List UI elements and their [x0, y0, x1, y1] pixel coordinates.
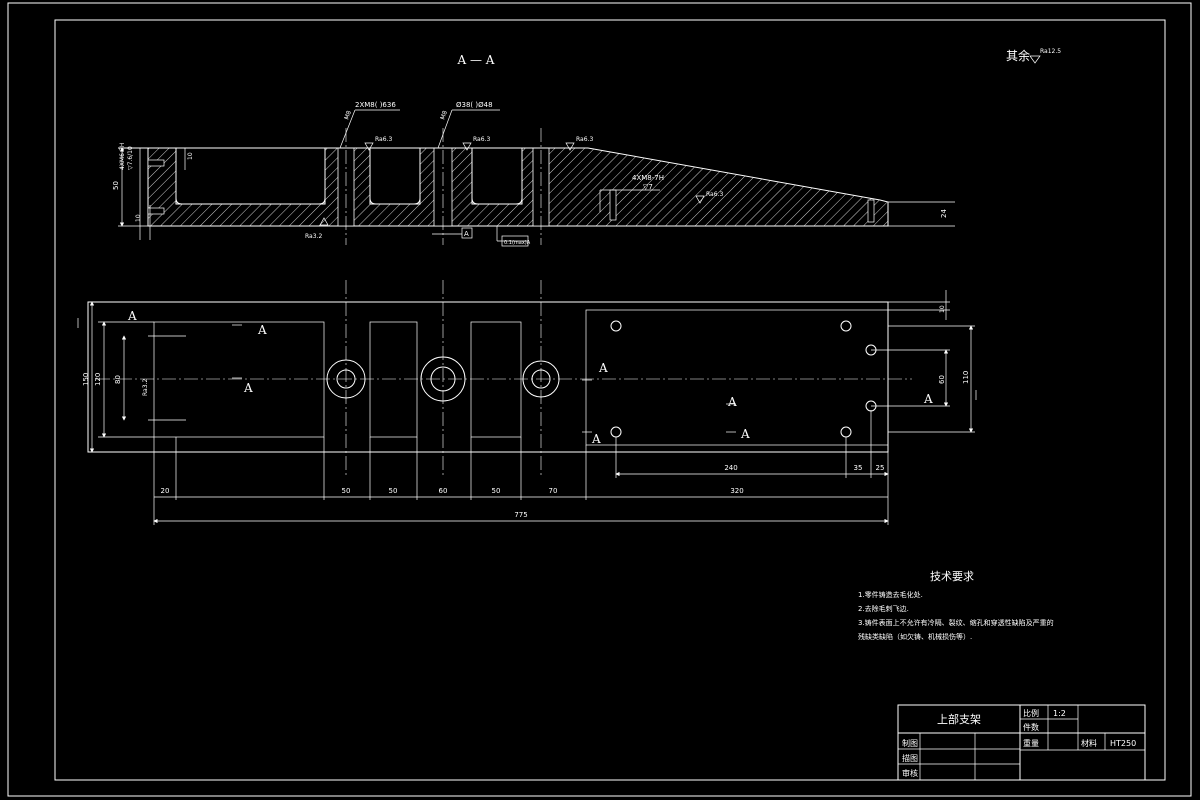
section-label-a8: A	[923, 392, 933, 406]
roughness-label-1: Ra6.3	[375, 136, 392, 143]
callout-hole-2: Ø38( )Ø48	[456, 101, 493, 109]
dim-bottom-60: 60	[439, 487, 448, 495]
dim-height-outer: 150	[82, 373, 90, 386]
left-thread-note-2: ▽7.6/10	[127, 146, 134, 170]
weight-label: 重量	[1023, 738, 1039, 748]
section-label-a4: A	[598, 361, 608, 375]
hole-note-depth: ▽7	[643, 183, 653, 191]
inner-border	[54, 19, 1166, 781]
tolerance-frame: 0.1(max)A	[504, 240, 531, 246]
surface-note: 其余 Ra12.5	[1006, 48, 1061, 64]
title-block	[897, 704, 1146, 781]
dim-25: 25	[876, 464, 885, 472]
part-name: 上部支架	[937, 712, 981, 726]
dim-left-height: 50	[112, 181, 120, 190]
scale-value: 1:2	[1053, 709, 1066, 718]
callout-m8-1: M8	[343, 110, 353, 121]
tech-requirements: 技术要求 1.零件铸造去毛化处. 2.去除毛刺飞边. 3.铸件表面上不允许有冷隔…	[858, 570, 1054, 641]
tech-req-item-2: 2.去除毛刺飞边.	[858, 604, 909, 613]
material-label: 材料	[1081, 738, 1097, 748]
section-label-a7: A	[740, 427, 750, 441]
scale-label: 比例	[1023, 708, 1039, 718]
section-label-a3: A	[243, 381, 253, 395]
section-label-a1: A	[127, 309, 137, 323]
dim-right-small: 10	[939, 305, 946, 313]
roughness-label-5: Ra3.2	[305, 233, 322, 240]
dim-small-bottom: 10	[135, 214, 142, 222]
dim-right-mid: 60	[938, 375, 946, 384]
dim-bottom-50a: 50	[342, 487, 351, 495]
section-label-a6: A	[727, 395, 737, 409]
left-thread-note: 4XM6-7H	[119, 143, 126, 170]
dim-240: 240	[724, 464, 737, 472]
section-title: A — A	[457, 53, 495, 67]
hole-note: 4XM8-7H	[632, 174, 664, 182]
drawn-label: 制图	[902, 738, 918, 748]
tech-req-item-1: 1.零件铸造去毛化处.	[858, 590, 923, 599]
dim-bottom-50c: 50	[492, 487, 501, 495]
dim-bottom-70: 70	[549, 487, 558, 495]
tech-req-item-4: 残缺类缺陷（如欠铸、机械损伤等）.	[858, 632, 972, 641]
outer-border	[7, 2, 1192, 797]
dim-bottom-320: 320	[730, 487, 743, 495]
plan-view	[77, 280, 977, 525]
dim-small-top: 10	[187, 152, 194, 160]
checked-label: 审核	[902, 768, 918, 778]
callout-hole-1: 2XM8( )636	[355, 101, 396, 109]
surface-note-text: 其余	[1006, 48, 1030, 63]
roughness-label-3: Ra6.3	[576, 136, 593, 143]
dim-35: 35	[854, 464, 863, 472]
surface-note-value: Ra12.5	[1040, 48, 1061, 55]
dim-right-height: 24	[940, 209, 948, 218]
callout-m8-2: M8	[439, 110, 449, 121]
dim-roughness: Ra3.2	[142, 379, 149, 396]
section-view	[118, 109, 955, 247]
tech-req-item-3: 3.铸件表面上不允许有冷隔、裂纹、缩孔和穿透性缺陷及严重的	[858, 618, 1054, 627]
roughness-label-4: Ra6.3	[706, 191, 723, 198]
material-value: HT250	[1110, 739, 1136, 748]
roughness-label-2: Ra6.3	[473, 136, 490, 143]
datum-label: A	[464, 230, 469, 238]
tech-req-title: 技术要求	[930, 570, 974, 583]
dim-total: 775	[514, 511, 527, 519]
dim-bottom-50b: 50	[389, 487, 398, 495]
dim-bottom-20: 20	[161, 487, 170, 495]
roughness-icon	[1029, 55, 1041, 64]
traced-label: 描图	[902, 753, 918, 763]
dim-height-core: 80	[114, 375, 122, 384]
dim-height-inner: 120	[94, 373, 102, 386]
count-label: 件数	[1023, 722, 1039, 732]
dim-right-outer: 110	[962, 371, 970, 384]
section-label-a2: A	[257, 323, 267, 337]
section-label-a5: A	[591, 432, 601, 446]
